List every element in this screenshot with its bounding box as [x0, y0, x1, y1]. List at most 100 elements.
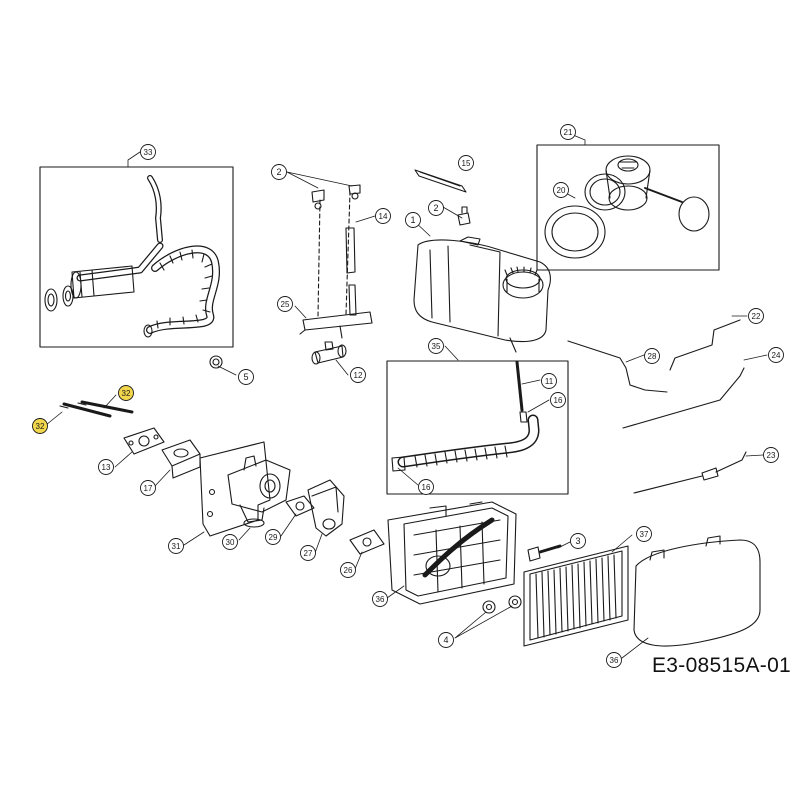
callout-number: 12	[354, 371, 363, 380]
carburetor-30	[227, 455, 291, 528]
heat-shield-31	[199, 441, 271, 537]
callout-21: 21	[560, 124, 576, 140]
callout-bubble	[277, 296, 293, 312]
callout-bubble	[553, 182, 569, 198]
callout-16: 16	[550, 392, 566, 408]
callout-29: 29	[265, 529, 281, 545]
callout-bubble	[428, 200, 444, 216]
callout-bubble	[405, 212, 421, 228]
callout-bubble	[340, 562, 356, 578]
callout-2: 2	[271, 164, 287, 180]
callout-number: 15	[462, 159, 471, 168]
callout-20: 20	[553, 182, 569, 198]
throttle-rods	[567, 319, 747, 494]
group-frame-35	[386, 360, 569, 495]
callout-bubble	[763, 447, 779, 463]
callout-bubble	[222, 534, 238, 550]
fuel-hose-group	[386, 360, 569, 495]
callout-16: 16	[418, 479, 434, 495]
callout-number: 37	[640, 530, 649, 539]
callout-bubble	[265, 529, 281, 545]
callout-bubble	[300, 545, 316, 561]
callout-number: 1	[410, 215, 415, 225]
callout-number: 33	[144, 148, 153, 157]
callout-26: 26	[340, 562, 356, 578]
callout-number: 20	[557, 186, 566, 195]
nuts-4	[482, 595, 522, 614]
callout-bubble	[140, 144, 156, 160]
callout-bubble	[118, 385, 134, 401]
studs-32	[59, 400, 134, 418]
callout-17: 17	[140, 480, 156, 496]
group-frame-21	[536, 144, 720, 271]
callout-13: 13	[98, 459, 114, 475]
callout-number: 29	[269, 533, 278, 542]
callout-32: 32	[32, 418, 48, 434]
callout-number: 11	[545, 377, 554, 386]
gasket-26	[349, 529, 385, 555]
callout-number: 5	[243, 372, 248, 382]
callout-number: 22	[752, 312, 761, 321]
callout-bubble	[140, 480, 156, 496]
callout-number: 25	[281, 300, 290, 309]
callout-bubble	[375, 208, 391, 224]
callout-28: 28	[644, 348, 660, 364]
callout-bubble	[271, 164, 287, 180]
callout-number: 24	[772, 351, 781, 360]
callout-bubble	[644, 348, 660, 364]
callout-35: 35	[428, 338, 444, 354]
callout-bubble	[418, 479, 434, 495]
callout-bubble	[748, 308, 764, 324]
callout-bubble	[458, 155, 474, 171]
callout-bubble	[438, 632, 454, 648]
callout-5: 5	[238, 369, 254, 385]
callout-15: 15	[458, 155, 474, 171]
callout-4: 4	[438, 632, 454, 648]
callout-37: 37	[636, 526, 652, 542]
fuel-line-kit-group	[39, 166, 234, 348]
callout-bubble	[768, 347, 784, 363]
leader-lines	[45, 131, 768, 659]
tank-bracket-group	[299, 184, 373, 339]
callout-number: 36	[376, 595, 385, 604]
callout-number: 36	[610, 656, 619, 665]
gasket-13	[123, 427, 165, 455]
callout-number: 2	[433, 203, 438, 213]
fitting-12	[311, 341, 347, 365]
callout-36: 36	[606, 652, 622, 668]
elbow-27	[307, 479, 345, 537]
callout-number: 28	[648, 352, 657, 361]
drawing-reference-code: E3-08515A-01	[652, 654, 792, 677]
fuel-tank	[413, 236, 551, 353]
callout-number: 31	[172, 542, 181, 551]
callout-number: 16	[422, 483, 431, 492]
callout-bubble	[560, 124, 576, 140]
callout-11: 11	[541, 373, 557, 389]
callout-bubble	[238, 369, 254, 385]
callout-bubble	[98, 459, 114, 475]
callout-bubble	[550, 392, 566, 408]
callout-bubble	[32, 418, 48, 434]
callout-24: 24	[768, 347, 784, 363]
callout-number: 35	[432, 342, 441, 351]
callout-bubble	[636, 526, 652, 542]
callout-number: 32	[122, 389, 131, 398]
callout-12: 12	[350, 367, 366, 383]
callout-30: 30	[222, 534, 238, 550]
callout-32: 32	[118, 385, 134, 401]
callout-bubble	[541, 373, 557, 389]
callout-bubble	[168, 538, 184, 554]
callout-31: 31	[168, 538, 184, 554]
callout-33: 33	[140, 144, 156, 160]
fitting-5	[209, 355, 223, 369]
filter-element-37	[523, 545, 629, 647]
callout-number: 16	[554, 396, 563, 405]
callout-number: 17	[144, 484, 153, 493]
callout-1: 1	[405, 212, 421, 228]
gasket-29	[285, 495, 315, 517]
callout-14: 14	[375, 208, 391, 224]
callout-bubble	[570, 533, 586, 549]
callout-bubble	[372, 591, 388, 607]
callout-25: 25	[277, 296, 293, 312]
